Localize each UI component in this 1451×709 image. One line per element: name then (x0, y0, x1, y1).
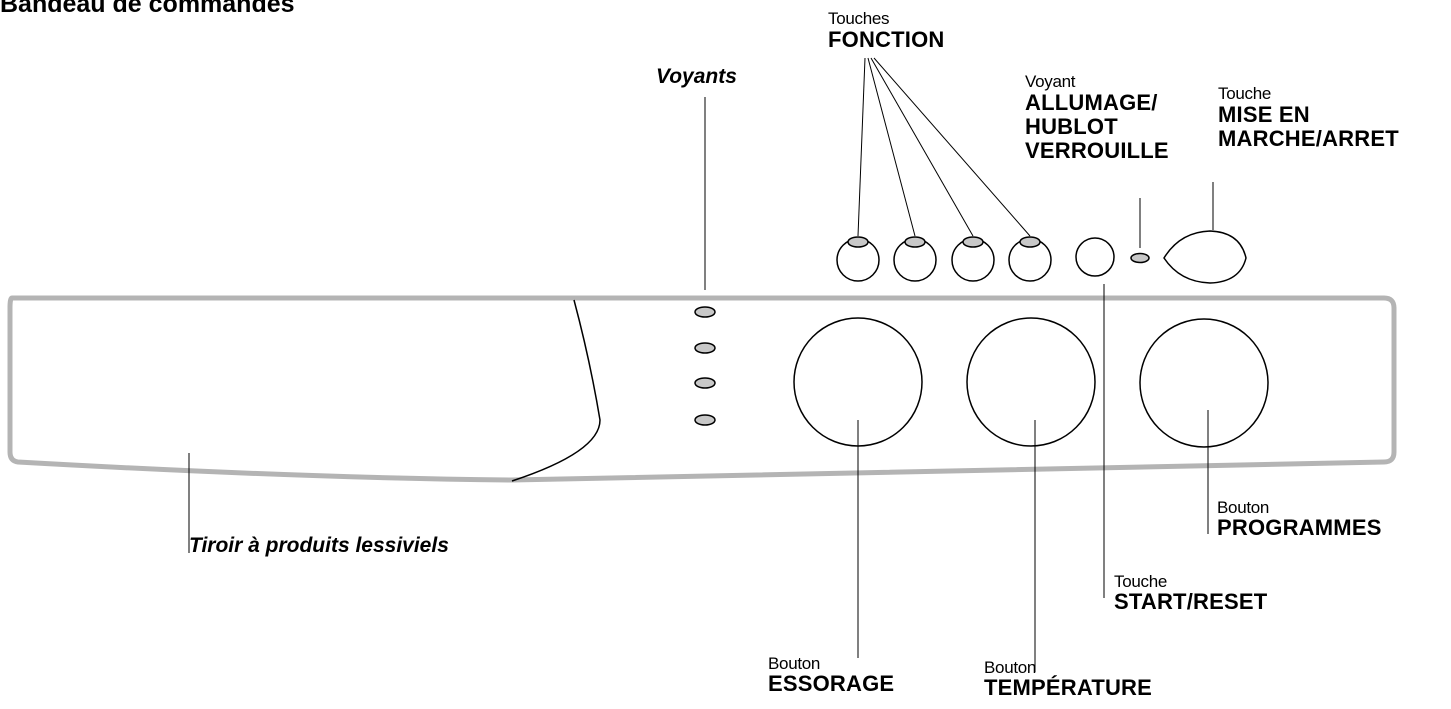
power-lock-light-line-1: ALLUMAGE/ (1025, 90, 1158, 115)
on-off-button (1163, 230, 1247, 284)
leader-fonction-4 (873, 57, 1031, 237)
leader-fonction-1 (857, 57, 866, 237)
indicator-light-1 (694, 306, 716, 318)
function-keys-caption: Touches (828, 9, 890, 28)
programs-knob-caption: Bouton (1217, 498, 1270, 517)
on-off-key-label: Touche MISE EN MARCHE/ARRET (1218, 85, 1399, 150)
function-led-1 (847, 236, 869, 248)
on-off-key-line-2: MARCHE/ARRET (1218, 126, 1399, 151)
page-title: Bandeau de commandes (0, 0, 295, 18)
on-off-key-caption: Touche (1218, 84, 1272, 103)
power-lock-light-line-3: VERROUILLE (1025, 138, 1169, 163)
spin-knob-caption: Bouton (768, 654, 821, 673)
start-reset-caption: Touche (1114, 572, 1168, 591)
temperature-knob-title: TEMPÉRATURE (984, 675, 1153, 700)
power-lock-light-caption: Voyant (1025, 72, 1076, 91)
power-lock-light-line-2: HUBLOT (1025, 114, 1118, 139)
start-reset-title: START/RESET (1114, 589, 1268, 614)
on-off-key-line-1: MISE EN (1218, 102, 1310, 127)
temperature-knob-label: Bouton TEMPÉRATURE (984, 659, 1152, 699)
spin-knob-title: ESSORAGE (768, 671, 895, 696)
start-reset-button (1075, 237, 1115, 277)
function-keys-label: Touches FONCTION (828, 10, 944, 51)
programs-knob-title: PROGRAMMES (1217, 515, 1382, 540)
indicator-light-4 (694, 414, 716, 426)
power-lock-light-label: Voyant ALLUMAGE/ HUBLOT VERROUILLE (1025, 73, 1169, 162)
indicator-light-2 (694, 342, 716, 354)
power-door-lock-led (1130, 252, 1150, 264)
control-panel-outline (7, 295, 1397, 483)
programs-knob (1139, 318, 1269, 448)
function-led-3 (962, 236, 984, 248)
function-led-4 (1019, 236, 1041, 248)
leader-fonction-2 (867, 57, 916, 237)
detergent-drawer-edge (511, 299, 601, 482)
spin-knob-label: Bouton ESSORAGE (768, 655, 894, 695)
temperature-knob-caption: Bouton (984, 658, 1037, 677)
indicator-light-3 (694, 377, 716, 389)
leader-fonction-3 (870, 57, 974, 237)
function-keys-title: FONCTION (828, 27, 945, 52)
detergent-drawer-label: Tiroir à produits lessiviels (189, 534, 449, 557)
indicator-lights (694, 306, 716, 426)
temperature-knob (966, 317, 1096, 447)
programs-knob-label: Bouton PROGRAMMES (1217, 499, 1382, 539)
start-reset-label: Touche START/RESET (1114, 573, 1267, 613)
function-led-2 (904, 236, 926, 248)
voyants-label: Voyants (656, 65, 737, 88)
